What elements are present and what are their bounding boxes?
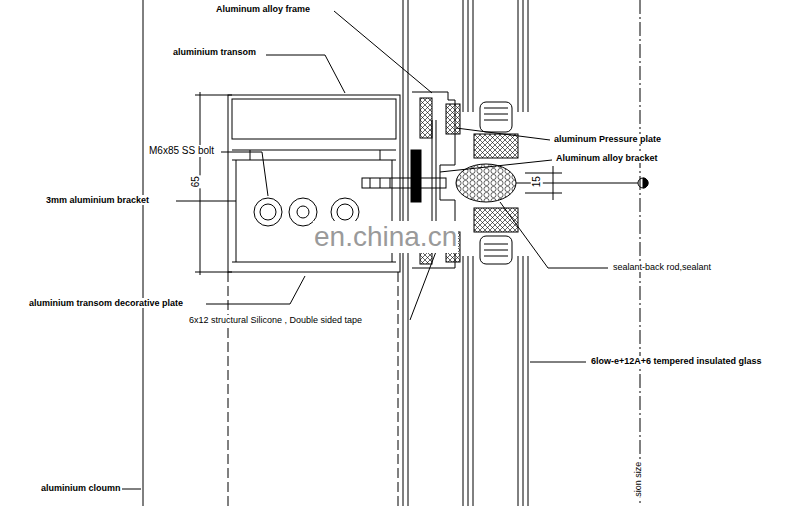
- part-label: sealant-back rod,sealant: [612, 262, 712, 272]
- part-label: Aluminum alloy frame: [215, 4, 311, 14]
- part-label: aluminium cloumn: [40, 483, 122, 493]
- part-label: aluminium transom decorative plate: [28, 298, 184, 308]
- part-label: Aluminum alloy bracket: [555, 153, 659, 163]
- part-label: aluminium transom: [172, 47, 257, 57]
- dimension-label: 65: [190, 175, 202, 188]
- watermark: en.china.cn: [313, 221, 458, 253]
- dimension-label: 15: [531, 175, 543, 188]
- part-label: M6x85 SS bolt: [148, 145, 215, 157]
- part-label: aluminum Pressure plate: [553, 134, 662, 144]
- part-label: 6low-e+12A+6 tempered insulated glass: [590, 356, 763, 366]
- part-label: 6x12 structural Silicone , Double sided …: [188, 315, 363, 325]
- part-label: 3mm aluminium bracket: [45, 195, 150, 205]
- note-label: sion size: [633, 461, 643, 498]
